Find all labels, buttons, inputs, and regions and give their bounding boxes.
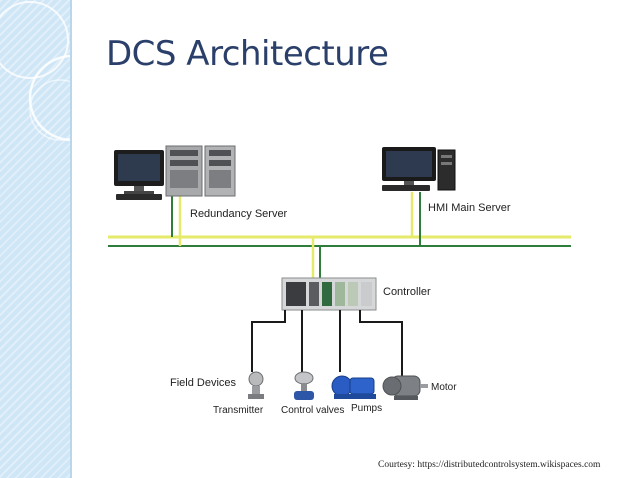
- pumps-label: Pumps: [351, 403, 383, 414]
- page-title: DCS Architecture: [106, 34, 389, 74]
- field-wiring: [251, 310, 403, 378]
- wire-motor: [359, 310, 403, 378]
- motor-icon: [382, 375, 428, 400]
- transmitter-label: Transmitter: [213, 405, 264, 416]
- transmitter-icon: [248, 371, 264, 399]
- sidebar-edge: [70, 0, 72, 478]
- courtesy-caption: Courtesy: https://distributedcontrolsyst…: [378, 460, 601, 470]
- motor-label: Motor: [431, 382, 457, 393]
- hmi-server-tower-icon: [437, 149, 456, 191]
- hmi-monitor-icon: [382, 147, 436, 191]
- decorative-sidebar: [0, 0, 72, 478]
- redundancy-server-label: Redundancy Server: [190, 208, 288, 220]
- controller-label: Controller: [383, 286, 431, 298]
- network-bus: [108, 192, 571, 278]
- sidebar-circles-decoration: [0, 1, 72, 142]
- server-tower-icon: [165, 145, 236, 197]
- wire-transmitter: [251, 310, 286, 372]
- hmi-main-server-label: HMI Main Server: [428, 202, 511, 214]
- control-valves-label: Control valves: [281, 405, 345, 416]
- field-devices-label: Field Devices: [170, 377, 237, 389]
- control-valve-icon: [294, 371, 314, 400]
- plc-controller-icon: [281, 277, 377, 311]
- redundancy-monitor-icon: [114, 150, 164, 200]
- pump-icon: [331, 375, 376, 399]
